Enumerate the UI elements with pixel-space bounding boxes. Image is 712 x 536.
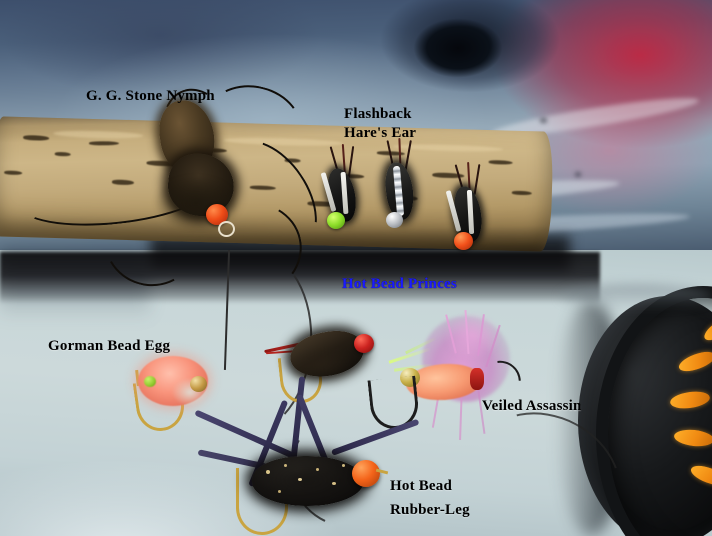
- label-flashback-line2: Hare's Ear: [344, 125, 417, 141]
- label-hot-bead-rubberleg-line1: Hot Bead: [390, 478, 453, 494]
- fly-prince-green-bead: [312, 143, 372, 244]
- prince-green-bead: [327, 212, 345, 229]
- fly-veiled-assassin: [367, 309, 531, 450]
- fly-flashback-silver-bead: [370, 137, 430, 242]
- cork-cast-shadow: [0, 252, 600, 304]
- stonefly-hot-bead: [206, 204, 228, 225]
- nymph-red-bead: [354, 334, 374, 353]
- hook-eye: [218, 221, 235, 237]
- label-hot-bead-rubberleg-line2: Rubber-Leg: [390, 502, 470, 518]
- label-gg-stone-nymph: G. G. Stone Nymph: [86, 88, 215, 104]
- fly-hot-bead-rubber-leg: [182, 376, 420, 536]
- rubberleg-orange-bead: [352, 460, 380, 487]
- fish-spot: [575, 172, 581, 177]
- rubber-leg: [330, 418, 420, 456]
- egg-green-accent: [144, 376, 156, 387]
- flashback-silver-bead: [386, 212, 403, 228]
- label-flashback-line1: Flashback: [344, 106, 412, 122]
- reel-highlight: [560, 284, 712, 310]
- prince-orange-bead: [454, 232, 473, 250]
- fly-prince-red-bead: [264, 325, 383, 412]
- assassin-gold-bead: [400, 368, 420, 387]
- label-gorman-bead-egg: Gorman Bead Egg: [48, 338, 171, 354]
- egg-gold-bead: [190, 376, 207, 392]
- fly-prince-orange-bead: [438, 161, 498, 264]
- fish-spot: [540, 118, 547, 123]
- label-veiled-assassin: Veiled Assassin: [482, 398, 582, 414]
- fly-gorman-bead-egg: [128, 352, 238, 438]
- label-hot-bead-princes: Hot Bead Princes: [342, 276, 457, 292]
- fly-gg-stone-nymph: [15, 75, 337, 309]
- assassin-red-collar: [470, 368, 484, 390]
